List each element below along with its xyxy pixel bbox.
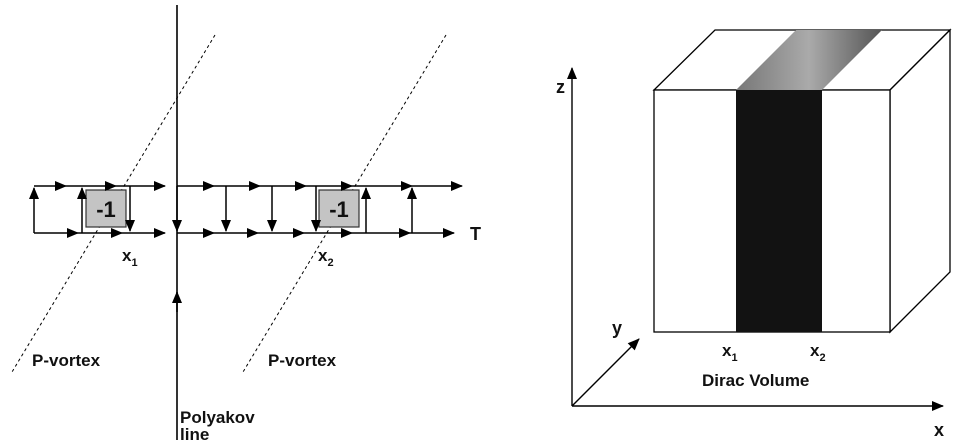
- plaquette-2: [318, 189, 360, 228]
- plaquette-1-value: -1: [96, 197, 116, 222]
- x-axis-label: x: [934, 420, 944, 440]
- lattice-diagram: -1 -1 x1 x2 T P-vortex P-vortex Polyakov…: [11, 5, 481, 444]
- dirac-volume-label: Dirac Volume: [702, 371, 809, 390]
- y-axis-label: y: [612, 318, 622, 338]
- slab-x2-label: x2: [810, 341, 826, 364]
- vertical-links: [29, 186, 417, 233]
- p-vortex-label-2: P-vortex: [268, 351, 337, 370]
- p-vortex-label-1: P-vortex: [32, 351, 101, 370]
- site-x2-label: x2: [318, 246, 334, 269]
- plaquette-2-value: -1: [329, 197, 349, 222]
- z-axis-label: z: [556, 77, 565, 97]
- site-x1-label: x1: [122, 246, 138, 269]
- plaquette-1: [85, 189, 127, 228]
- dirac-slab-front: [736, 90, 822, 332]
- y-axis: [571, 338, 640, 407]
- dirac-slab-top: [736, 30, 882, 90]
- polyakov-label-line1: Polyakov: [180, 408, 255, 427]
- time-axis-label: T: [470, 224, 481, 244]
- dirac-volume-diagram: z y x x1 x2 Dirac Volume: [556, 28, 952, 440]
- slab-x1-label: x1: [722, 341, 738, 364]
- polyakov-label-line2: line: [180, 425, 209, 444]
